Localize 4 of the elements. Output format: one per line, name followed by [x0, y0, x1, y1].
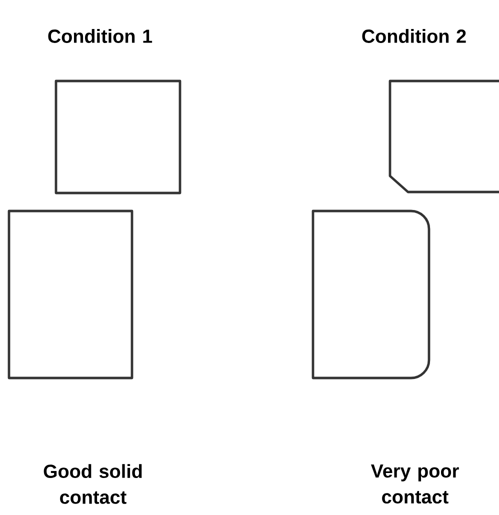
caption: Very poor contact	[370, 464, 459, 504]
column-heading: Condition 1	[48, 29, 152, 43]
column-heading: Condition 2	[362, 29, 466, 43]
caption: Good solid contact	[44, 464, 142, 504]
